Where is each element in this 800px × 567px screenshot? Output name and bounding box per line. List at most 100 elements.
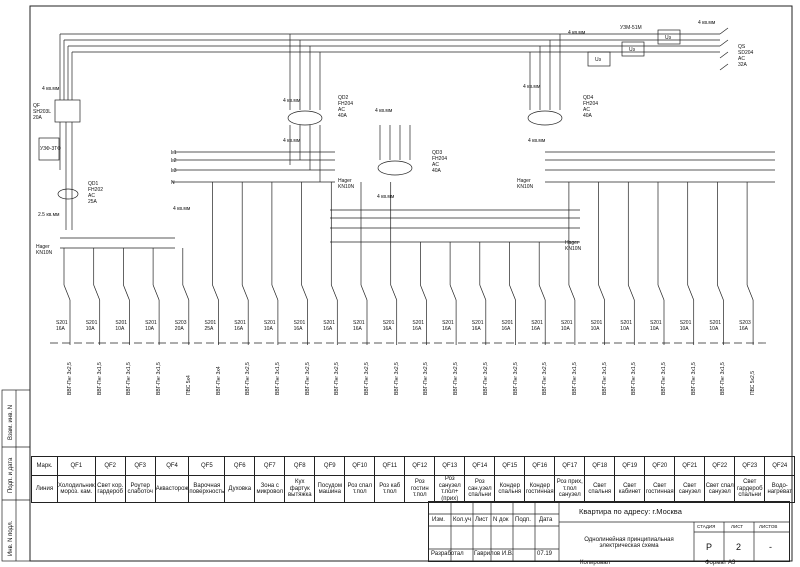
- feeder-line: [330, 284, 338, 301]
- wire-label: 4 кв.мм: [377, 194, 395, 200]
- qf-cell: QF20: [644, 456, 676, 476]
- developer-role: Разработал: [431, 551, 464, 557]
- cable-label: ВВГ-Пнг 3х1,5: [96, 362, 103, 395]
- cable-label: ВВГ-Пнг 3х1,5: [720, 362, 727, 395]
- line-cell: Кондер гостинная: [524, 475, 556, 503]
- line-cell: Холодильник мороз. кам.: [57, 475, 96, 503]
- cable-label: ВВГ-Пнг 3х2,5: [245, 362, 252, 395]
- cable-label: ВВГ-Пнг 3х2,5: [423, 362, 430, 395]
- qf-cell: QF17: [554, 456, 586, 476]
- feeder-line: [212, 284, 219, 301]
- sheet-label: ЛИСТ: [731, 524, 744, 529]
- feeder-line: [538, 284, 546, 301]
- qf-cell: QF16: [524, 456, 556, 476]
- feeder-line: [301, 284, 308, 301]
- line-cell: Роз прих, т.пол санузел: [554, 475, 586, 503]
- scheme-title: Однолинейная принципиальная электрическа…: [584, 537, 674, 549]
- mark-header: Марк.: [31, 456, 58, 476]
- cable-label: ВВГ-Пнг 3х2,5: [512, 362, 519, 395]
- feeder-line: [93, 284, 101, 301]
- cable-label: ВВГ-Пнг 3х1,5: [690, 362, 697, 395]
- qf-cell: QF21: [674, 456, 706, 476]
- qf-cell: QF2: [94, 456, 126, 476]
- title-block: Изм. Кол.уч Лист N док Подп. Дата Разраб…: [428, 501, 790, 562]
- developer-name: Гаврилов И.В.: [474, 551, 514, 557]
- cable-label: ВВГ-Пнг 3х2,5: [542, 362, 549, 395]
- cable-label: ВВГ-Пнг 3х1,5: [631, 362, 638, 395]
- phase-label: L1: [171, 150, 177, 156]
- feeder-line: [568, 284, 576, 301]
- line-cell: Водо-нагреват: [764, 475, 796, 503]
- cable-label: ВВГ-Пнг 3х1,5: [126, 362, 133, 395]
- feeder-line: [241, 284, 249, 301]
- format-label: Формат А3: [705, 560, 736, 566]
- line-cell: Кондер спальня: [494, 475, 526, 503]
- wire-label: 4 кв.мм: [523, 84, 541, 90]
- qf-cell: QF3: [124, 456, 156, 476]
- qf-cell: QF1: [57, 456, 96, 476]
- cable-label: ВВГ-Пнг 3х1,5: [274, 362, 281, 395]
- qf-cell: QF7: [254, 456, 286, 476]
- feeder-line: [420, 284, 427, 301]
- line-cell: Свет спал санузел: [704, 475, 736, 503]
- cable-label: ВВГ-Пнг 3х1,5: [601, 362, 608, 395]
- cable-label: ВВГ-Пнг 3х1,5: [156, 362, 163, 395]
- sheets-label: ЛИСТОВ: [759, 524, 778, 529]
- stamp-header: Подп.: [515, 517, 531, 523]
- wire-label: 4 кв.мм: [173, 206, 191, 212]
- line-header: Линия: [31, 475, 58, 503]
- wire-label: 2.5 кв.мм: [38, 212, 60, 218]
- u3-label: Uз: [665, 35, 671, 41]
- feeder-line: [627, 284, 635, 301]
- cable-label: ВВГ-Пнг 3х2,5: [393, 362, 400, 395]
- qf-cell: QF5: [188, 456, 226, 476]
- line-cell: Аквасторож: [154, 475, 190, 503]
- feeder-line: [360, 284, 368, 301]
- feeder-line: [271, 284, 279, 301]
- side-frame: [1, 389, 30, 562]
- table-row: Линия Холодильник мороз. кам.Свет кор. г…: [31, 475, 796, 503]
- line-cell: Свет гардероб спальни: [734, 475, 766, 503]
- cable-label: ПВС 5х2,5: [750, 371, 757, 395]
- feeder-line: [63, 284, 71, 301]
- line-cell: Свет гостинная: [644, 475, 676, 503]
- wire-label: 4 кв.мм: [698, 20, 716, 26]
- feeder-line: [152, 284, 160, 301]
- qf-cell: QF4: [154, 456, 190, 476]
- qf-cell: QF6: [224, 456, 256, 476]
- line-cell: Свет спальня: [584, 475, 616, 503]
- stage-label: СТАДИЯ: [697, 524, 716, 529]
- stamp-header: Изм.: [432, 517, 445, 523]
- cable-label: ВВГ-Пнг 3х2,5: [482, 362, 489, 395]
- wire-label: 4 кв.мм: [528, 138, 546, 144]
- qf-cell: QF11: [374, 456, 406, 476]
- cable-label: ПВС 5х4: [185, 375, 192, 395]
- wire-label: 4 кв.мм: [283, 138, 301, 144]
- qf-cell: QF22: [704, 456, 736, 476]
- feeder-line: [717, 284, 724, 301]
- line-cell: Свет кабинет: [614, 475, 646, 503]
- line-cell: Посудом машина: [314, 475, 346, 503]
- line-cell: Кух фартук вытяжка: [284, 475, 316, 503]
